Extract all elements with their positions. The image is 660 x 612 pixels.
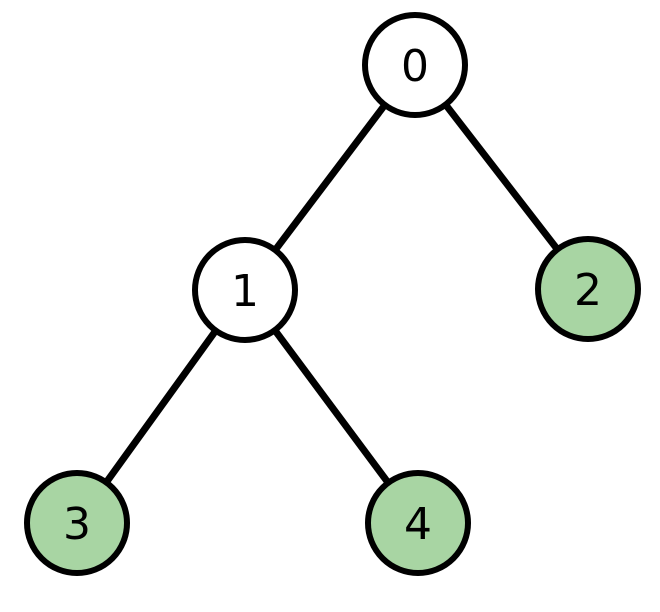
tree-node-3: 3 bbox=[24, 470, 130, 576]
node-label: 3 bbox=[63, 499, 91, 550]
node-circle bbox=[24, 470, 130, 576]
node-label: 2 bbox=[574, 265, 602, 316]
node-circle bbox=[535, 236, 641, 342]
node-label: 0 bbox=[401, 41, 429, 92]
tree-node-1: 1 bbox=[192, 237, 298, 343]
tree-node-4: 4 bbox=[365, 470, 471, 576]
node-circle bbox=[362, 12, 468, 118]
tree-node-2: 2 bbox=[535, 236, 641, 342]
node-label: 4 bbox=[404, 499, 432, 550]
node-circle bbox=[365, 470, 471, 576]
node-label: 1 bbox=[231, 266, 259, 317]
node-circle bbox=[192, 237, 298, 343]
tree-node-0: 0 bbox=[362, 12, 468, 118]
